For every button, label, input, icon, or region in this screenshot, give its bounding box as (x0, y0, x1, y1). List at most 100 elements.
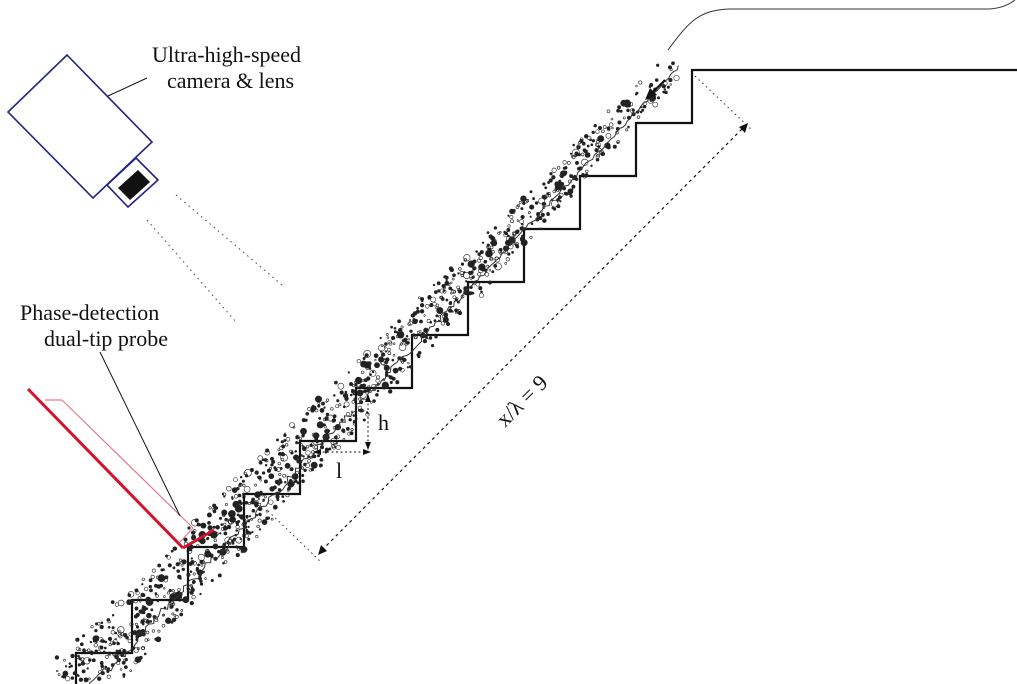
air-bubble (111, 651, 116, 656)
air-bubble (623, 99, 631, 108)
air-bubble (295, 434, 300, 440)
air-bubble (319, 408, 325, 413)
air-bubble (393, 342, 396, 345)
camera-lens (118, 170, 150, 200)
air-bubble (139, 600, 142, 603)
air-bubble (334, 380, 338, 385)
air-bubble (56, 669, 59, 673)
air-bubble (472, 267, 476, 271)
air-bubble (470, 270, 474, 274)
air-bubble (163, 595, 166, 598)
air-bubble (299, 443, 303, 447)
air-bubble (557, 195, 562, 200)
air-bubble (448, 286, 452, 291)
camera-lens-housing (105, 156, 160, 209)
air-bubble (292, 425, 296, 429)
air-bubble (235, 522, 239, 526)
air-bubble (602, 125, 607, 129)
air-bubble (70, 664, 73, 668)
air-bubble (575, 160, 579, 165)
air-bubble (265, 516, 269, 521)
air-bubble (638, 80, 643, 85)
air-bubble (440, 297, 445, 301)
air-bubble (436, 306, 444, 314)
air-bubble (213, 538, 217, 543)
air-bubble (189, 600, 194, 606)
air-bubble (668, 77, 673, 83)
air-bubble (459, 271, 464, 275)
air-bubble (155, 594, 159, 598)
air-bubble (371, 370, 375, 374)
air-bubble (219, 532, 222, 535)
air-bubble (516, 203, 521, 208)
air-bubble (258, 460, 263, 465)
air-bubble (310, 467, 315, 472)
air-bubble (245, 514, 249, 519)
air-bubble (156, 600, 160, 603)
air-bubble (337, 382, 345, 390)
air-bubble (127, 593, 132, 597)
air-bubble (481, 241, 485, 244)
air-bubble (206, 512, 212, 518)
air-bubble (78, 677, 84, 682)
air-bubble (587, 135, 592, 141)
air-bubble (478, 292, 484, 298)
air-bubble (463, 271, 466, 274)
air-bubble (414, 319, 418, 323)
air-bubble (70, 676, 75, 680)
air-bubble (91, 658, 96, 663)
air-bubble (363, 378, 368, 383)
air-bubble (330, 407, 334, 411)
air-bubble (170, 549, 174, 553)
air-bubble (75, 646, 80, 651)
air-bubble (477, 252, 481, 256)
air-bubble (349, 393, 353, 397)
air-bubble (454, 308, 458, 313)
air-bubble (478, 263, 486, 271)
air-bubble (319, 465, 322, 468)
air-bubble (75, 673, 79, 677)
air-bubble (78, 657, 82, 661)
air-bubble (383, 364, 390, 371)
air-bubble (177, 588, 181, 592)
air-bubble (110, 600, 115, 604)
air-bubble (90, 625, 94, 629)
air-bubble (471, 276, 475, 279)
air-bubble (361, 379, 365, 382)
air-bubble (290, 451, 294, 455)
air-bubble (157, 574, 166, 582)
air-bubble (215, 525, 220, 530)
air-bubble (302, 455, 305, 458)
air-bubble (416, 306, 419, 310)
air-bubble (480, 290, 483, 294)
air-bubble (547, 181, 551, 184)
air-bubble (63, 658, 66, 662)
air-bubble (605, 132, 612, 139)
air-bubble (221, 509, 228, 516)
air-bubble (648, 85, 652, 88)
air-bubble (133, 659, 138, 665)
air-bubble (101, 639, 106, 643)
air-bubble (223, 531, 228, 536)
air-bubble (335, 404, 340, 409)
air-bubble (478, 256, 483, 261)
air-bubble (475, 250, 478, 253)
air-bubble (228, 542, 232, 546)
air-bubble (301, 418, 306, 423)
air-bubble (445, 298, 449, 302)
air-bubble (82, 648, 86, 653)
air-bubble (233, 477, 238, 483)
air-bubble (649, 97, 654, 102)
air-bubble (190, 557, 193, 560)
air-bubble (197, 553, 205, 561)
air-bubble (330, 437, 338, 446)
air-bubble (432, 283, 436, 287)
air-bubble (375, 378, 380, 383)
air-bubble (551, 206, 555, 210)
air-bubble (405, 334, 409, 338)
air-bubble (257, 502, 262, 507)
air-bubble (222, 525, 228, 531)
air-bubble (64, 665, 68, 668)
air-bubble (362, 383, 366, 388)
air-bubble (412, 311, 418, 316)
